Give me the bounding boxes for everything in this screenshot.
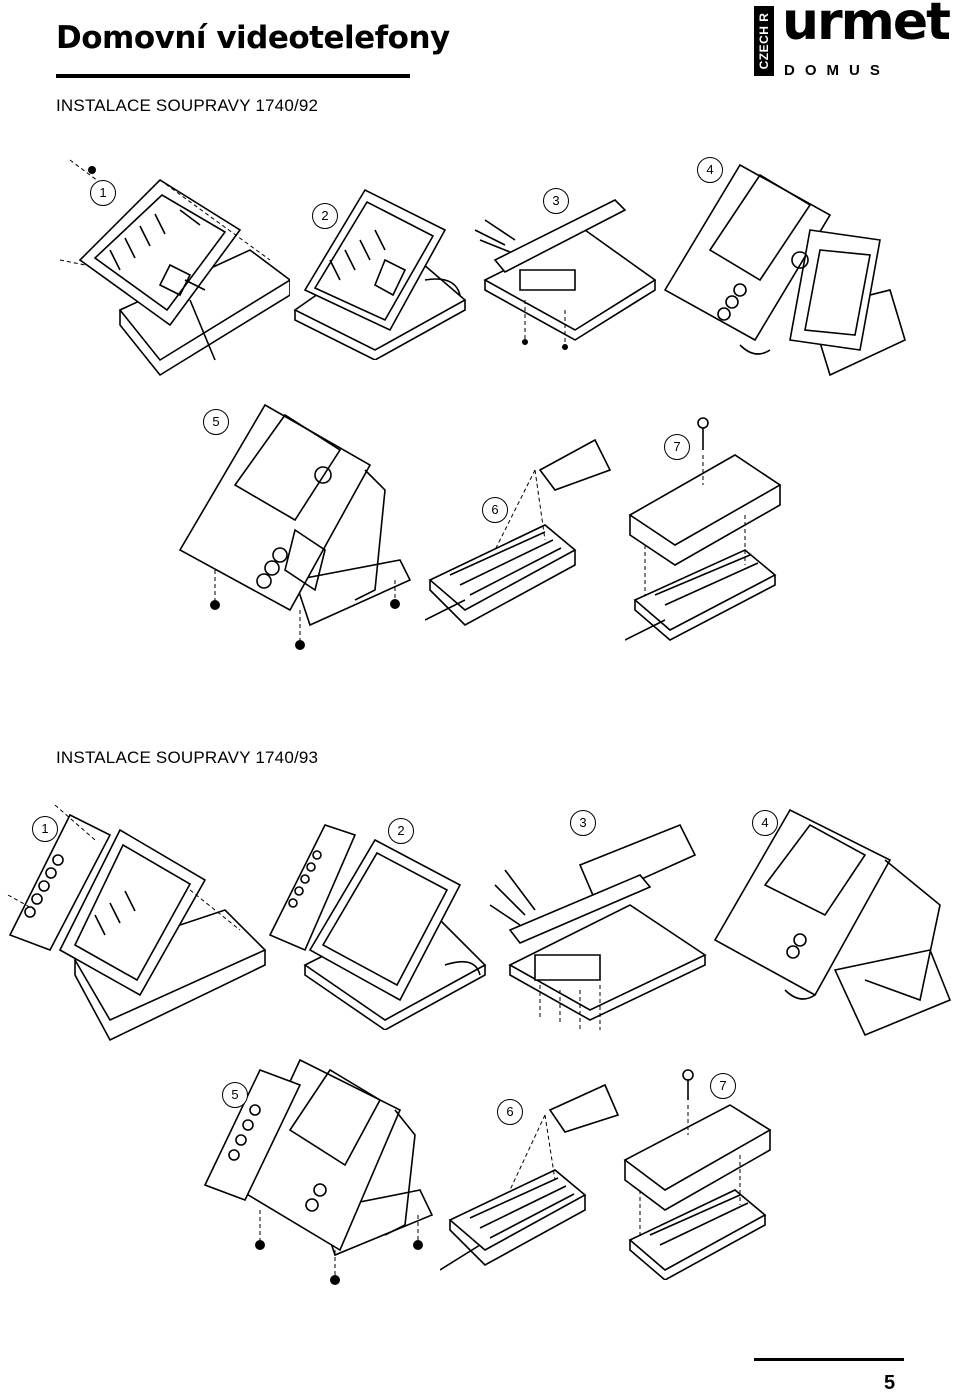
illustration-93-step4	[713, 808, 952, 1037]
illustration-92-step1	[59, 159, 290, 377]
step-7-badge: 7	[664, 434, 690, 460]
step-3-badge: 3	[543, 188, 569, 214]
page-title: Domovní videotelefony	[56, 20, 450, 56]
illustration-93-step7	[623, 1069, 772, 1280]
illustration-93-step1	[7, 804, 267, 1042]
logo-subtitle: DOMUS	[784, 62, 890, 79]
step-3-badge-93: 3	[570, 810, 596, 836]
illustration-93-step5	[203, 1058, 434, 1285]
brand-logo: CZECH R urmet DOMUS	[754, 0, 951, 80]
step-6-badge: 6	[482, 497, 508, 523]
title-underline	[56, 74, 410, 78]
illustration-92-step7	[625, 417, 782, 641]
footer-rule	[754, 1358, 904, 1361]
step-1-badge: 1	[90, 180, 116, 206]
section-title-1740-93: INSTALACE SOUPRAVY 1740/93	[56, 748, 319, 767]
illustration-93-step2	[268, 824, 487, 1030]
step-2-badge-93: 2	[388, 818, 414, 844]
illustration-93-step6	[440, 1083, 620, 1271]
illustration-92-step6	[425, 438, 612, 626]
step-2-badge: 2	[312, 203, 338, 229]
logo-brand-name: urmet	[782, 0, 951, 52]
step-4-badge: 4	[697, 157, 723, 183]
logo-country-tag: CZECH R	[754, 6, 774, 76]
step-6-badge-93: 6	[497, 1099, 523, 1125]
illustration-92-step5	[178, 403, 412, 650]
illustration-92-step4	[663, 163, 906, 377]
page-number: 5	[884, 1372, 896, 1394]
illustration-93-step3	[489, 823, 707, 1030]
step-1-badge-93: 1	[32, 816, 58, 842]
illustration-92-step3	[474, 199, 657, 350]
step-5-badge: 5	[203, 409, 229, 435]
step-5-badge-93: 5	[222, 1082, 248, 1108]
illustration-92-step2	[293, 188, 467, 360]
section-title-1740-92: INSTALACE SOUPRAVY 1740/92	[56, 96, 319, 115]
step-4-badge-93: 4	[752, 810, 778, 836]
step-7-badge-93: 7	[710, 1073, 736, 1099]
